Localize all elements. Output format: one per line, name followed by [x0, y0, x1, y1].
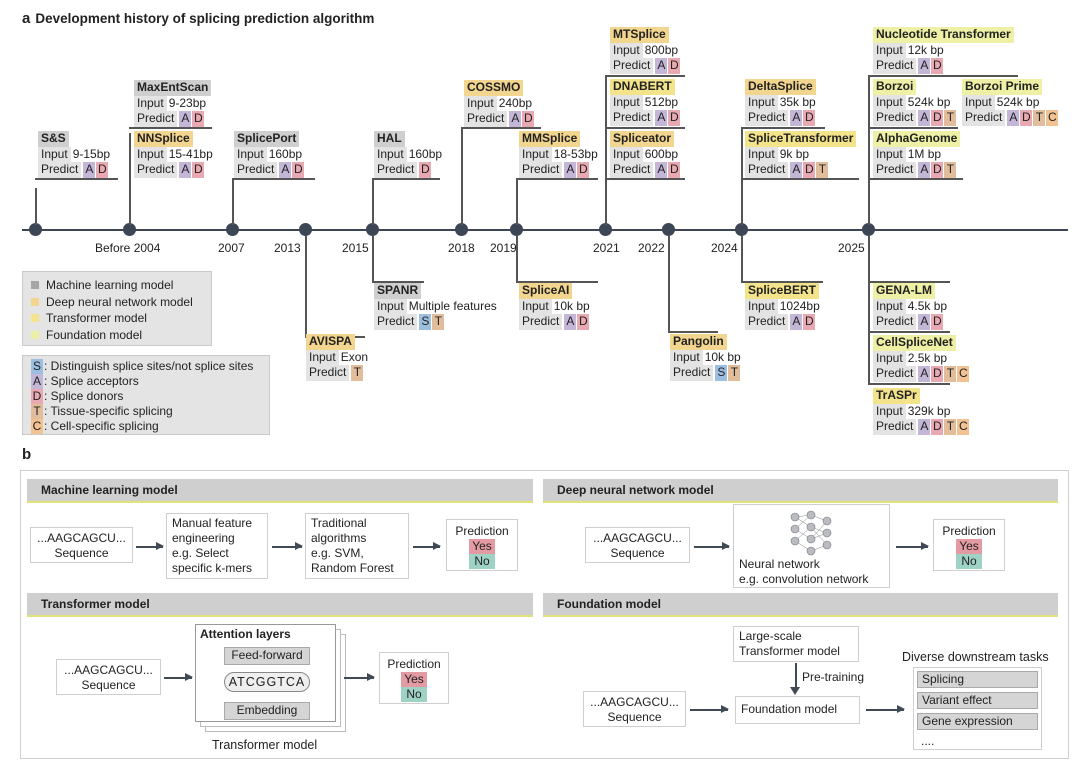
- foundation-model-header: Foundation model: [543, 593, 1058, 617]
- timeline-dot: [29, 223, 42, 236]
- panel-b-frame: [20, 470, 1069, 759]
- year-label: Before 2004: [95, 241, 161, 255]
- ml-sequence-box: ...AAGCAGCU...Sequence: [30, 527, 133, 563]
- pretraining-label: Pre-training: [802, 670, 865, 684]
- task-item: Variant effect: [917, 692, 1038, 709]
- task-item: Splicing: [917, 671, 1038, 688]
- year-label: 2007: [218, 241, 245, 255]
- arrow-icon: [413, 543, 441, 549]
- timeline-axis: [22, 229, 1068, 231]
- arrow-icon: [164, 674, 193, 680]
- legend-swatch: [31, 330, 39, 339]
- year-label: 2013: [274, 241, 301, 255]
- foundation-sequence-box: ...AAGCAGCU...Sequence: [583, 691, 686, 727]
- arrow-icon: [694, 543, 730, 549]
- year-label: 2018: [448, 241, 475, 255]
- model-type-legend: Machine learning model Deep neural netwo…: [22, 271, 212, 346]
- attention-layers-box: Attention layers Feed-forward ATCGGTCA E…: [195, 624, 336, 722]
- feed-forward-layer: Feed-forward: [224, 647, 310, 665]
- timeline-dot: [599, 223, 612, 236]
- timeline-dot: [123, 223, 136, 236]
- arrow-icon: [866, 706, 905, 712]
- timeline-dot: [862, 223, 875, 236]
- transformer-sequence-box: ...AAGCAGCU...Sequence: [56, 659, 161, 695]
- arrow-icon: [272, 543, 303, 549]
- prediction-tag-legend: S: Distinguish splice sites/not splice s…: [22, 355, 270, 435]
- arrow-icon: [690, 706, 729, 712]
- year-label: 2021: [593, 241, 620, 255]
- timeline-dot: [226, 223, 239, 236]
- legend-swatch: [31, 281, 39, 289]
- year-label: 2025: [838, 241, 865, 255]
- arrow-icon: [790, 687, 800, 695]
- panel-b-letter: b: [22, 446, 32, 463]
- year-label: 2022: [638, 241, 665, 255]
- legend-swatch: [31, 314, 39, 322]
- dnn-sequence-box: ...AAGCAGCU...Sequence: [585, 527, 690, 563]
- timeline-dot: [662, 223, 675, 236]
- transformer-model-header: Transformer model: [27, 593, 533, 617]
- ml-model-header: Machine learning model: [27, 479, 533, 503]
- downstream-tasks-title: Diverse downstream tasks: [902, 650, 1049, 664]
- arrow-icon: [344, 674, 375, 680]
- downstream-tasks-box: Splicing Variant effect Gene expression …: [913, 667, 1042, 750]
- timeline-dot: [299, 223, 312, 236]
- task-item: ....: [921, 734, 935, 748]
- timeline-dot: [510, 223, 523, 236]
- arrow-icon: [136, 543, 164, 549]
- year-label: 2024: [711, 241, 738, 255]
- foundation-model-box: Foundation model: [735, 696, 860, 724]
- transformer-caption: Transformer model: [212, 738, 318, 752]
- pretraining-arrow: [795, 663, 797, 689]
- attention-sequence: ATCGGTCA: [224, 672, 310, 692]
- timeline-dot: [366, 223, 379, 236]
- task-item: Gene expression: [917, 713, 1038, 730]
- arrow-icon: [896, 543, 929, 549]
- embedding-layer: Embedding: [224, 702, 310, 720]
- neural-network-icon: [790, 510, 832, 556]
- dnn-model-header: Deep neural network model: [543, 479, 1058, 503]
- year-label: 2015: [342, 241, 369, 255]
- timeline-dot: [735, 223, 748, 236]
- legend-swatch: [31, 297, 39, 306]
- timeline-dot: [455, 223, 468, 236]
- attention-layers-title: Attention layers: [200, 627, 291, 641]
- year-label: 2019: [490, 241, 517, 255]
